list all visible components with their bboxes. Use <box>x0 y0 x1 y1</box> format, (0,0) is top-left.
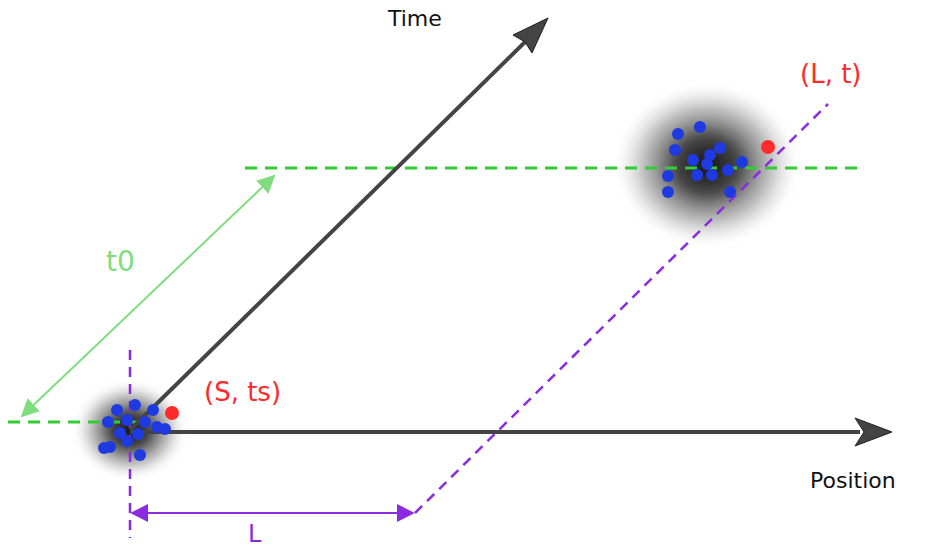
event-dot <box>761 140 775 154</box>
particle-dots <box>662 121 748 198</box>
axis-label: Time <box>386 6 444 31</box>
dimension-label: t0 <box>104 246 137 278</box>
axis-label: Position <box>808 468 898 493</box>
dimension-label: L <box>246 521 263 549</box>
time-reference-line <box>245 167 862 170</box>
axis-arrowhead <box>855 418 892 446</box>
axis-arrowhead <box>513 18 548 53</box>
particle-cloud <box>617 85 797 245</box>
particle-dots <box>98 399 171 461</box>
event-label: (S, ts) <box>202 378 283 408</box>
event-label: (L, t) <box>798 60 864 90</box>
event-dot <box>165 406 179 420</box>
worldline <box>415 104 828 513</box>
time-axis <box>130 42 525 430</box>
position-axis <box>130 430 860 434</box>
dimension-arrow <box>132 512 413 514</box>
